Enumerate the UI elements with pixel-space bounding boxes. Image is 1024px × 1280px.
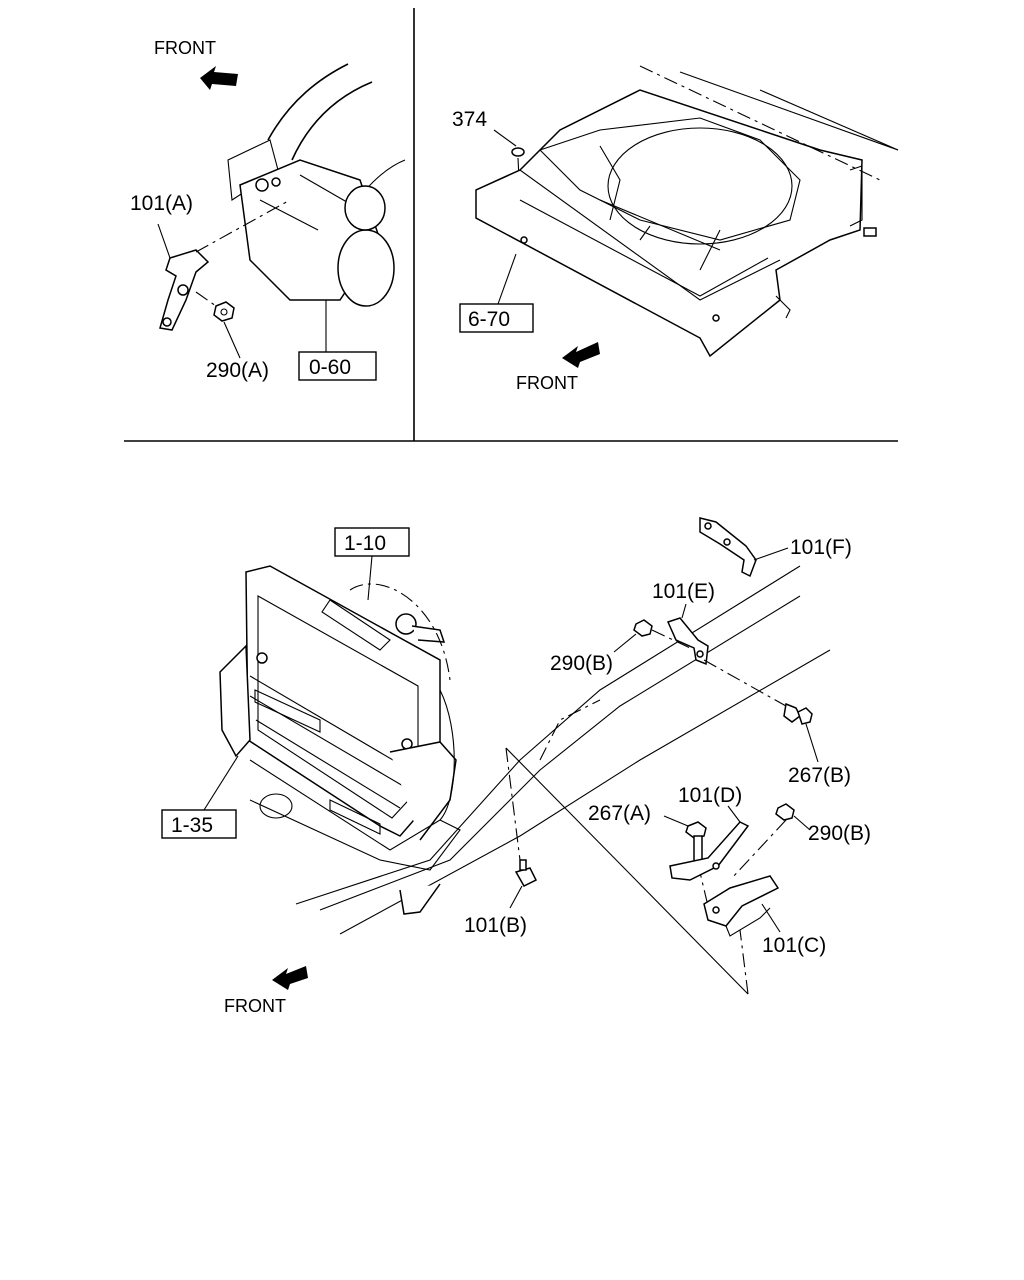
upper-right-panel: 374 6-70 FRONT — [452, 65, 899, 393]
callout-290b-bottom: 290(B) — [808, 822, 871, 845]
bracket-101c — [703, 875, 780, 927]
callout-101e: 101(E) — [652, 580, 715, 603]
bracket-101d — [669, 821, 750, 881]
front-arrow-icon — [562, 342, 600, 368]
upper-left-panel: FRONT 101(A) 290(A) 0-60 — [130, 38, 406, 382]
floor-panel — [475, 65, 899, 358]
front-label-lower: FRONT — [224, 996, 286, 1016]
front-arrow-icon — [272, 966, 308, 990]
front-label-upper-right: FRONT — [516, 373, 578, 393]
bracket-101f — [699, 517, 757, 578]
callout-101f: 101(F) — [790, 536, 852, 559]
ref-box-6-70 — [459, 303, 534, 333]
chassis-frame — [295, 565, 831, 935]
front-arrow-icon — [200, 66, 238, 90]
callout-290b-top: 290(B) — [550, 652, 613, 675]
ref-box-0-60 — [298, 351, 377, 381]
plug-374 — [511, 147, 525, 157]
ref-box-0-60-label: 0-60 — [309, 356, 351, 379]
bolt-267a — [685, 821, 707, 839]
ref-box-1-35-label: 1-35 — [171, 814, 213, 837]
front-label-upper-left: FRONT — [154, 38, 216, 58]
callout-101b: 101(B) — [464, 914, 527, 937]
nut-290a — [213, 301, 235, 322]
callout-101d: 101(D) — [678, 784, 742, 807]
lower-panel: 1-10 1-35 — [161, 517, 871, 1016]
ref-box-1-10-label: 1-10 — [344, 532, 386, 555]
callout-290a: 290(A) — [206, 359, 269, 382]
starter-motor — [239, 159, 395, 307]
callout-267a: 267(A) — [588, 802, 651, 825]
radiator-assembly — [219, 565, 461, 871]
nut-290b-top — [633, 619, 653, 637]
callout-267b: 267(B) — [788, 764, 851, 787]
nut-290b-bottom — [775, 803, 795, 821]
housing-outline — [267, 63, 349, 141]
callout-101a: 101(A) — [130, 192, 193, 215]
callout-101c: 101(C) — [762, 934, 826, 957]
ref-box-1-35 — [161, 809, 237, 839]
ref-box-1-10 — [334, 527, 410, 557]
bolt-267b — [783, 702, 801, 723]
callout-374: 374 — [452, 108, 487, 131]
ref-box-6-70-label: 6-70 — [468, 308, 510, 331]
